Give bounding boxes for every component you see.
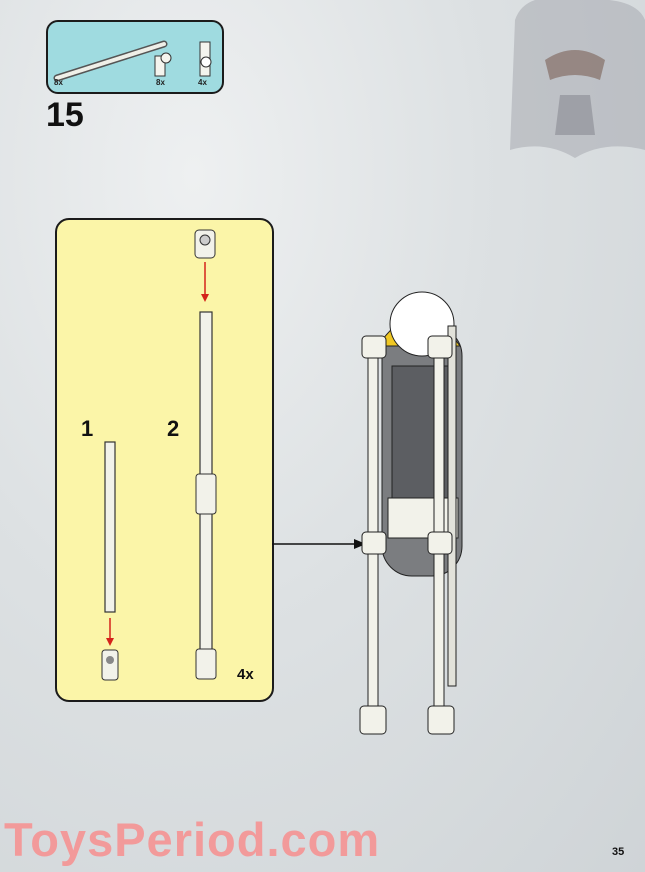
part-qty: 4x	[198, 78, 207, 87]
substep-panel: 1 2 4x	[55, 218, 274, 702]
bar-holder-clip-icon	[154, 52, 172, 77]
step-number: 15	[46, 96, 84, 134]
multiplier-label: 4x	[237, 666, 254, 683]
watermark-text: ToysPeriod.com	[4, 813, 381, 866]
part-qty: 8x	[156, 78, 165, 87]
substep-2-bar-drawing	[194, 229, 217, 680]
helmet-background-icon	[510, 0, 645, 158]
pointer-arrow	[272, 539, 366, 549]
substep-2-label: 2	[167, 416, 180, 441]
parts-list-box: 8x 8x 4x	[46, 20, 224, 94]
substep-1-label: 1	[81, 416, 94, 441]
droid-model-drawing	[359, 291, 463, 735]
page-number: 35	[612, 846, 625, 858]
long-bar-icon	[53, 40, 168, 82]
substep-1-bar-drawing	[101, 441, 119, 681]
part-qty: 8x	[54, 78, 63, 87]
clip-connector-icon	[199, 41, 212, 77]
